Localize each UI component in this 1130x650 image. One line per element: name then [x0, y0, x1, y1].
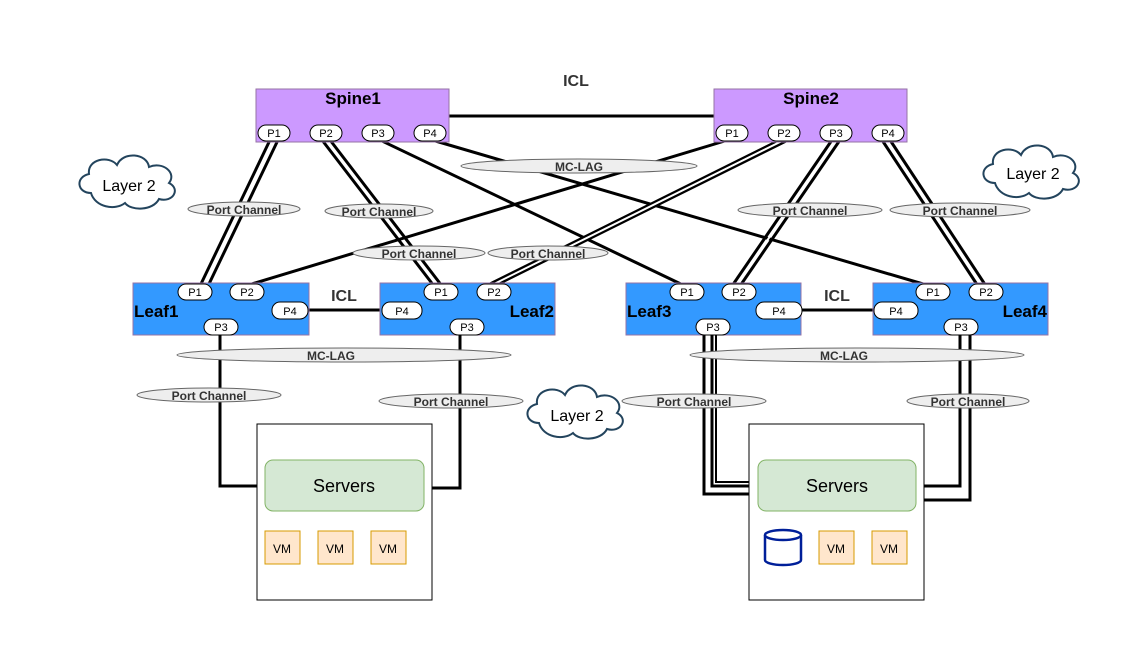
port-channel-label: Port Channel	[207, 203, 282, 217]
spine1-title: Spine1	[325, 89, 381, 108]
storage-icon	[763, 528, 803, 567]
port-channel-oval-9: Port Channel	[621, 393, 767, 409]
mclag-oval-right: MC-LAG	[689, 347, 1025, 363]
vm-box: VM	[317, 530, 354, 565]
icl-label-leaf34: ICL	[824, 288, 850, 305]
mclag-label-spine: MC-LAG	[555, 160, 603, 174]
link-leaf2-server1	[424, 334, 462, 490]
spine2-title: Spine2	[783, 89, 839, 108]
vm-label: VM	[326, 542, 344, 556]
port-channel-oval-10: Port Channel	[906, 393, 1030, 409]
vm-box: VM	[818, 530, 855, 565]
port-channel-oval-5: Port Channel	[737, 202, 883, 218]
port-channel-oval-8: Port Channel	[378, 393, 524, 409]
link-spine1-leaf3	[379, 138, 686, 288]
port-channel-oval-6: Port Channel	[889, 202, 1031, 218]
leaf3-port-p3: P3	[706, 322, 719, 334]
vm-label: VM	[379, 542, 397, 556]
mclag-label-left: MC-LAG	[307, 349, 355, 363]
layer2-cloud-right: Layer 2	[982, 144, 1080, 200]
vm-box: VM	[264, 530, 301, 565]
leaf1-port-p2: P2	[240, 287, 253, 299]
vm-label: VM	[827, 542, 845, 556]
leaf4-port-p3: P3	[954, 322, 967, 334]
leaf3-title: Leaf3	[627, 302, 671, 321]
icl-label-spine: ICL	[563, 73, 589, 90]
layer2-label: Layer 2	[1006, 166, 1059, 183]
servers-label-2: Servers	[806, 476, 868, 496]
leaf3-port-p4: P4	[772, 306, 785, 318]
port-channel-oval-4: Port Channel	[487, 245, 609, 261]
leaf-1: Leaf1 P1 P2 P3 P4	[132, 282, 310, 336]
leaf1-title: Leaf1	[134, 302, 178, 321]
leaf4-port-p2: P2	[979, 287, 992, 299]
spine2-port-p3: P3	[829, 128, 842, 140]
port-channel-label: Port Channel	[414, 395, 489, 409]
port-channel-label: Port Channel	[657, 395, 732, 409]
leaf2-port-p4: P4	[395, 306, 408, 318]
spine2-port-p1: P1	[725, 128, 738, 140]
port-channel-label: Port Channel	[923, 204, 998, 218]
port-channel-label: Port Channel	[511, 247, 586, 261]
leaf2-port-p1: P1	[434, 287, 447, 299]
link-leaf3-server2	[702, 334, 758, 496]
port-channel-label: Port Channel	[342, 205, 417, 219]
layer2-label: Layer 2	[550, 408, 603, 425]
server-rack-1: Servers VM VM VM	[256, 423, 433, 601]
mclag-oval-left: MC-LAG	[176, 347, 512, 363]
link-spine2-leaf2	[485, 138, 789, 288]
mclag-label-right: MC-LAG	[820, 349, 868, 363]
leaf-3: Leaf3 P1 P2 P3 P4	[625, 282, 803, 336]
leaf-4: Leaf4 P1 P2 P3 P4	[872, 282, 1049, 336]
leaf4-title: Leaf4	[1003, 302, 1048, 321]
leaf2-port-p3: P3	[460, 322, 473, 334]
layer2-cloud-middle: Layer 2	[526, 384, 624, 440]
vm-box: VM	[370, 530, 407, 565]
leaf4-port-p4: P4	[889, 306, 902, 318]
port-channel-oval-7: Port Channel	[136, 387, 282, 403]
port-channel-label: Port Channel	[172, 389, 247, 403]
spine1-port-p3: P3	[371, 128, 384, 140]
port-channel-oval-3: Port Channel	[352, 245, 486, 261]
mclag-oval-spine: MC-LAG	[460, 158, 698, 174]
server-rack-2: Servers VM VM	[748, 423, 925, 601]
spine2-ports: P1 P2 P3 P4	[715, 124, 905, 142]
vm-label: VM	[273, 542, 291, 556]
spine-2: Spine2 P1 P2 P3 P4	[713, 88, 908, 143]
spine1-ports: P1 P2 P3 P4	[257, 124, 447, 142]
link-leaf1-server1	[218, 334, 266, 488]
spine-1: Spine1 P1 P2 P3 P4	[255, 88, 450, 143]
leaf4-port-p1: P1	[926, 287, 939, 299]
layer2-label: Layer 2	[102, 178, 155, 195]
spine2-port-p4: P4	[881, 128, 894, 140]
port-channel-label: Port Channel	[931, 395, 1006, 409]
port-channel-label: Port Channel	[773, 204, 848, 218]
vm-box: VM	[871, 530, 908, 565]
servers-box-1	[264, 459, 425, 512]
spine2-port-p2: P2	[777, 128, 790, 140]
link-leaf4-server2	[916, 334, 972, 502]
leaf2-title: Leaf2	[510, 302, 554, 321]
leaf3-port-p2: P2	[732, 287, 745, 299]
port-channel-oval-2: Port Channel	[324, 203, 434, 219]
spine1-port-p4: P4	[423, 128, 436, 140]
leaf1-port-p4: P4	[283, 306, 296, 318]
spine1-port-p2: P2	[319, 128, 332, 140]
port-channel-oval-1: Port Channel	[187, 201, 301, 217]
leaf1-port-p3: P3	[214, 322, 227, 334]
vm-label: VM	[880, 542, 898, 556]
layer2-cloud-left: Layer 2	[78, 154, 176, 210]
spine1-port-p1: P1	[267, 128, 280, 140]
icl-label-leaf12: ICL	[331, 288, 357, 305]
leaf2-port-p2: P2	[487, 287, 500, 299]
servers-label-1: Servers	[313, 476, 375, 496]
leaf-2: Leaf2 P1 P2 P3 P4	[379, 282, 556, 336]
leaf3-port-p1: P1	[680, 287, 693, 299]
servers-box-2	[757, 459, 917, 512]
port-channel-label: Port Channel	[382, 247, 457, 261]
leaf1-port-p1: P1	[188, 287, 201, 299]
